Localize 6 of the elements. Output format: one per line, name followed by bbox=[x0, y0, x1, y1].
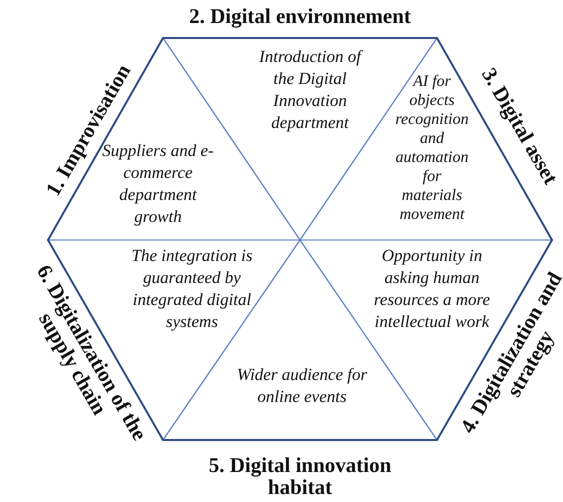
side-label: 2. Digital environnement bbox=[188, 3, 412, 30]
segment-text: Wider audience for online events bbox=[236, 364, 368, 408]
side-label: 5. Digital innovation habitat bbox=[208, 454, 392, 498]
segment-text: AI for objects recognition and automation for materials movement bbox=[394, 72, 470, 224]
segment-text: The integration is guaranteed by integrated digital systems bbox=[130, 245, 254, 333]
segment-text: Introduction of the Digital Innovation department bbox=[258, 46, 364, 134]
